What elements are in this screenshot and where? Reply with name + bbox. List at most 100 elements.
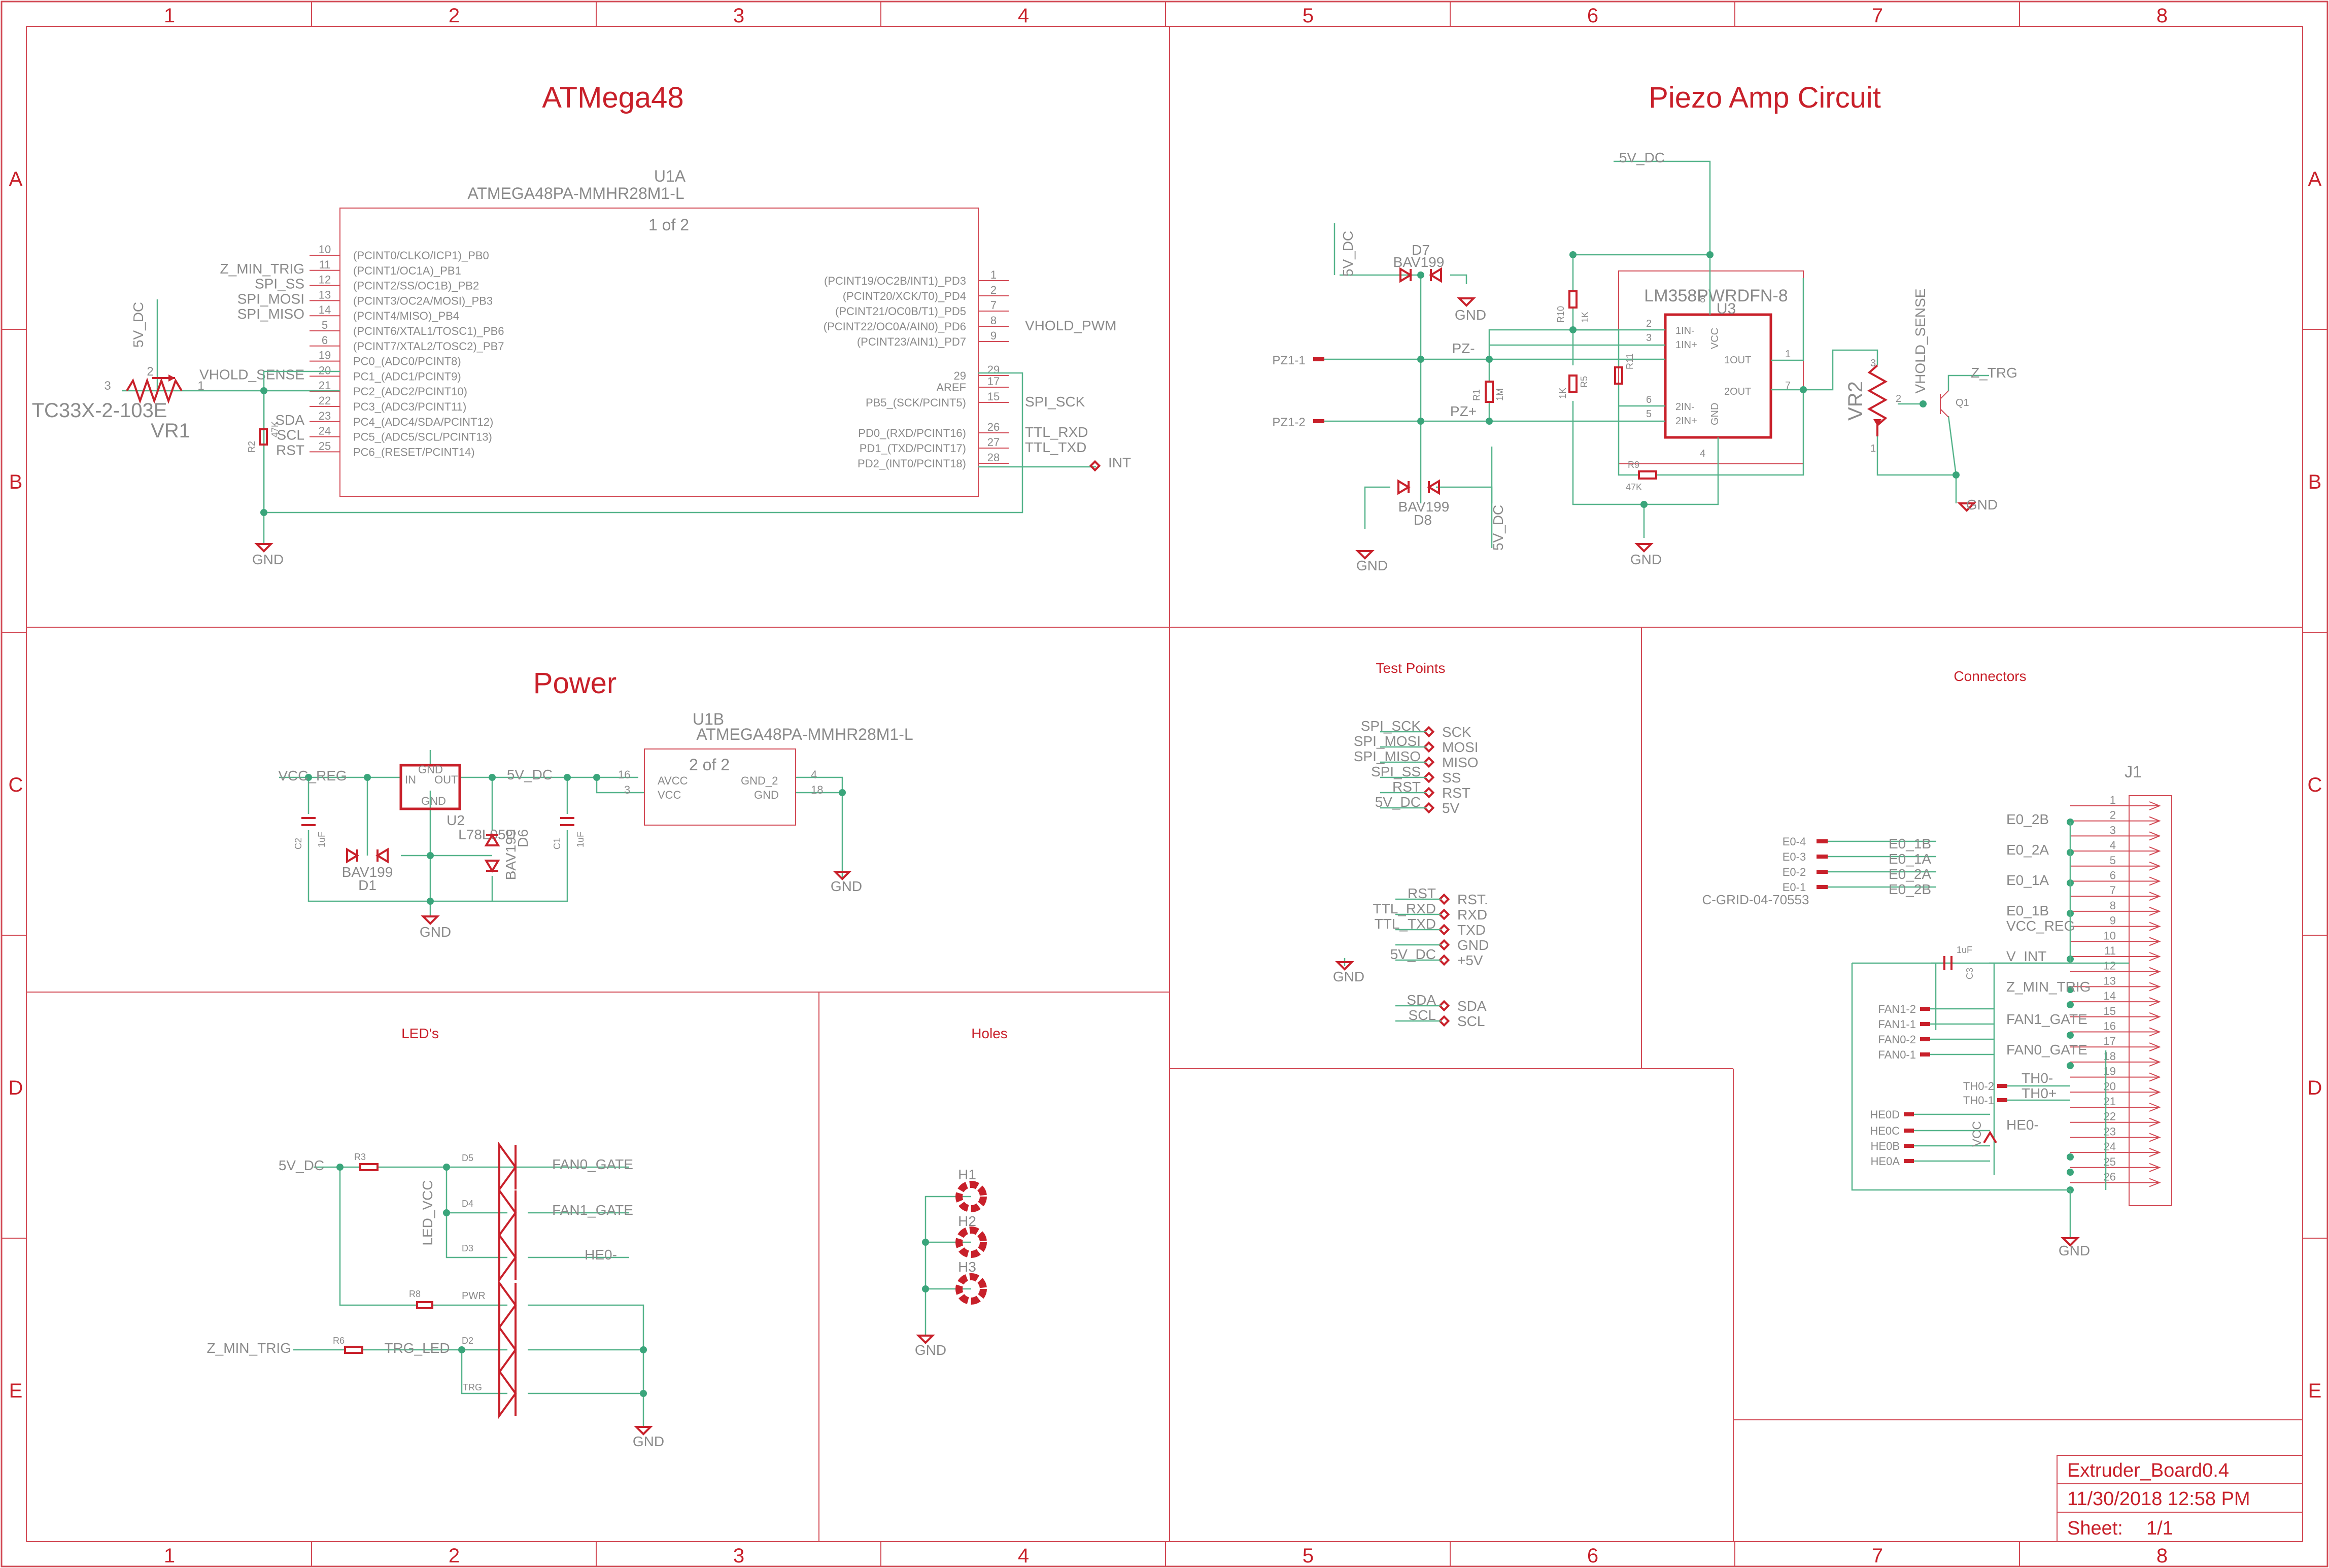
net-label: E0_1A [1889,851,1931,867]
pin-name: PC4_(ADC4/SDA/PCINT12) [353,416,493,428]
pin-number: 28 [987,451,1000,464]
vr2-symbol [1867,364,1888,436]
junctions [305,774,846,905]
r8-symbol [416,1301,433,1309]
r1-symbol [1485,381,1494,403]
j1-pin-number: 10 [2104,929,2116,942]
pin-number: 17 [987,375,1000,388]
connector-pin-label: FAN0-2 [1878,1033,1916,1046]
vr1-value: TC33X-2-103E [32,399,167,422]
pz1-2-label: PZ1-2 [1272,416,1305,429]
int-terminal [1089,460,1101,472]
pin-number: 20 [319,364,331,377]
gnd-symbol: GND [1455,297,1486,323]
connector-pin [1920,1037,1930,1041]
j1-net-label: TH0- [2022,1070,2053,1086]
power-block: VCC_REG GND IN OUT GND U2 L78L05U 5V_DC … [278,710,913,940]
piezo-block: 5V_DC LM358PWRDFN-8 U3 1IN- 1IN+ VCC 1OU… [1272,150,2017,573]
pin-name: PC1_(ADC1/PCINT9) [353,370,461,383]
net-label-5v: 5V_DC [1619,150,1665,165]
c1-symbol [560,817,574,826]
c3-value: 1uF [1957,945,1972,955]
pin-number: 14 [319,303,331,316]
col-label: 4 [1018,1545,1029,1567]
u2-pin: GND [418,763,443,776]
test-point-terminal [1423,741,1435,753]
j1-net-label: Z_MIN_TRIG [2006,979,2091,995]
section-title-holes: Holes [971,1026,1008,1041]
j1-pin-arrow [2149,1087,2161,1097]
connector-pin [1904,1144,1914,1148]
tp-label: GND [1457,937,1489,953]
tp-net: SCL [1409,1007,1436,1023]
j1-net-label: TH0+ [2022,1085,2057,1101]
vr2-pin: 1 [1870,443,1876,454]
j1-pin-arrow [2149,831,2161,841]
r2-name: R2 [247,441,257,453]
d7-value: BAV199 [1393,254,1445,270]
d6-name: D6 [515,829,531,847]
net-label-5v: 5V_DC [130,302,146,348]
r5-name: R5 [1579,376,1589,388]
d8-name: D8 [1414,512,1432,528]
vr2-pin: 3 [1870,358,1876,369]
j1-pin-number: 15 [2104,1005,2116,1017]
svg-text:GND: GND [420,924,451,940]
row-label: D [2308,1077,2322,1099]
pin-name: PB5_(SCK/PCINT5) [866,396,966,409]
vr2-arrow [1873,419,1881,426]
tp-label: MOSI [1442,739,1479,755]
r3-symbol [359,1163,379,1171]
z-min-trig-label: Z_MIN_TRIG [207,1340,291,1356]
j1-pin-arrow [2149,846,2161,856]
net-label: SDA [275,412,304,428]
pin-name: 29 [954,369,966,382]
d6-value: BAV199 [503,829,519,880]
d4-name: D4 [462,1199,473,1209]
u1b-pin: AVCC [658,774,688,787]
j1-net-label: E0_1B [2006,903,2049,918]
col-label: 1 [164,5,175,27]
col-label: 6 [1587,5,1598,27]
j1-pin-arrow [2149,997,2161,1007]
net-label: VHOLD_SENSE [199,366,304,382]
pin-number: 6 [322,334,328,347]
connectors-block: J1 1234567891011121314151617181920212223… [1702,763,2172,1258]
connector-pin-label: E0-4 [1783,835,1806,848]
u1a-sheet: 1 of 2 [648,216,689,234]
u3-pin: 1OUT [1724,355,1751,366]
svg-text:GND: GND [1455,307,1486,323]
col-label: 5 [1303,1545,1314,1567]
test-point-terminal [1423,787,1435,799]
u3-pin: 1IN- [1675,325,1695,336]
mounting-hole [955,1226,987,1258]
connector-pin [1817,855,1828,859]
connector-pin-label: HE0B [1871,1140,1900,1152]
connector-pin [1920,1052,1930,1056]
pin-number: 8 [990,314,997,327]
svg-text:GND: GND [1356,558,1388,573]
u1a-right-pins: 1(PCINT19/OC2B/INT1)_PD32(PCINT20/XCK/T0… [824,268,1117,470]
col-label: 1 [164,1545,175,1567]
pin-number: 21 [319,379,331,392]
col-label: 4 [1018,5,1029,27]
j1-pin-number: 2 [2110,809,2116,822]
col-label: 2 [449,5,460,27]
pin-name: PD0_(RXD/PCINT16) [858,427,966,439]
hole-name: H1 [958,1167,976,1182]
u3-pin: 2IN- [1675,401,1695,413]
pin-name: PC2_(ADC2/PCINT10) [353,385,467,398]
svg-text:GND: GND [252,552,284,567]
test-point-terminal [1438,924,1450,936]
vcc-symbol [1983,1131,1997,1144]
net-label: E0_1B [1889,836,1931,851]
j1-net-label: HE0- [2006,1117,2039,1133]
row-label: B [2308,471,2322,493]
junction [922,1239,929,1246]
j1-pins: 1234567891011121314151617181920212223242… [2067,794,2161,1194]
pin-name: (PCINT4/MISO)_PB4 [353,310,459,322]
col-label: 8 [2156,1545,2168,1567]
